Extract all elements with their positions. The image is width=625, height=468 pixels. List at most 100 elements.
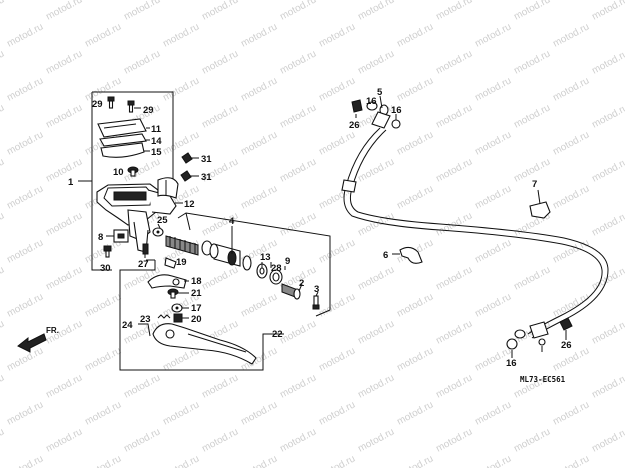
watermark-text: motod.ru (551, 21, 591, 49)
part-label-20: 20 (191, 314, 202, 325)
watermark-text: motod.ru (551, 183, 591, 211)
watermark-text: motod.ru (122, 426, 162, 454)
watermark-text: motod.ru (5, 21, 45, 49)
watermark-text: motod.ru (395, 129, 435, 157)
bolt-31-upper (181, 152, 199, 164)
lower-banjo-fitting (506, 317, 573, 358)
clutch-lever (152, 323, 257, 365)
push-rod-2 (281, 283, 301, 300)
watermark-text: motod.ru (356, 372, 396, 400)
watermark-text: motod.ru (473, 75, 513, 103)
screw-29-right (127, 100, 135, 113)
watermark-text: motod.ru (200, 102, 240, 130)
part-label-13: 13 (260, 252, 271, 263)
watermark-text: motod.ru (317, 453, 357, 468)
watermark-text: motod.ru (356, 426, 396, 454)
hose-clamp-6 (392, 246, 423, 264)
piston (209, 243, 241, 267)
watermark-text: motod.ru (395, 21, 435, 49)
part-label-18: 18 (191, 276, 202, 287)
screw-30 (103, 245, 112, 258)
watermark-text: motod.ru (0, 372, 6, 400)
watermark-text: motod.ru (356, 48, 396, 76)
master-cylinder-group (78, 91, 199, 271)
part-label-17: 17 (191, 303, 202, 314)
watermark-text: motod.ru (239, 21, 279, 49)
watermark-text: motod.ru (5, 75, 45, 103)
part-label-16a: 16 (366, 96, 377, 107)
part-label-30: 30 (100, 263, 111, 274)
watermark-text: motod.ru (5, 237, 45, 265)
hose-clamp-7 (529, 189, 551, 219)
bolt-31-lower (180, 170, 199, 182)
part-label-9: 9 (285, 256, 290, 267)
part-label-1: 1 (68, 177, 74, 188)
watermark-text: motod.ru (239, 183, 279, 211)
part-label-24: 24 (122, 320, 133, 331)
watermark-text: motod.ru (473, 21, 513, 49)
watermark-text: motod.ru (239, 75, 279, 103)
watermark-text: motod.ru (317, 237, 357, 265)
watermark-text: motod.ru (0, 0, 6, 23)
spring-23 (157, 314, 171, 319)
watermark-text: motod.ru (5, 399, 45, 427)
watermark-text: motod.ru (83, 291, 123, 319)
watermark-text: motod.ru (512, 426, 552, 454)
watermark-text: motod.ru (551, 399, 591, 427)
part-label-15: 15 (151, 147, 162, 158)
watermark-text: motod.ru (590, 102, 625, 130)
watermark-text: motod.ru (44, 0, 84, 23)
watermark-text: motod.ru (239, 291, 279, 319)
watermark-text: motod.ru (278, 372, 318, 400)
switch-8 (106, 229, 129, 243)
watermark-text: motod.ru (590, 0, 625, 23)
watermark-text: motod.ru (512, 102, 552, 130)
watermark-text: motod.ru (278, 48, 318, 76)
watermark-text: motod.ru (44, 372, 84, 400)
watermark-text: motod.ru (200, 0, 240, 23)
part-label-10: 10 (113, 167, 124, 178)
watermark-text: motod.ru (512, 264, 552, 292)
direction-label: FR. (46, 326, 59, 335)
bolt-10 (127, 166, 139, 177)
watermark-text: motod.ru (161, 399, 201, 427)
watermark-text: motod.ru (434, 0, 474, 23)
watermark-text: motod.ru (44, 264, 84, 292)
watermark-text: motod.ru (200, 372, 240, 400)
watermark-text: motod.ru (161, 129, 201, 157)
part-27 (142, 243, 149, 258)
piston-set-group (165, 212, 331, 317)
watermark-text: motod.ru (473, 399, 513, 427)
watermark-text: motod.ru (44, 156, 84, 184)
watermark-text: motod.ru (161, 345, 201, 373)
part-19 (164, 257, 177, 269)
watermark-text: motod.ru (44, 48, 84, 76)
watermark-text: motod.ru (0, 426, 6, 454)
watermark-text: motod.ru (83, 399, 123, 427)
reservoir-cap (97, 118, 147, 138)
watermark-text: motod.ru (278, 0, 318, 23)
watermark-text: motod.ru (317, 75, 357, 103)
watermark-text: motod.ru (434, 318, 474, 346)
watermark-text: motod.ru (434, 48, 474, 76)
watermark-text: motod.ru (44, 102, 84, 130)
nut-17 (171, 303, 189, 313)
holder-18 (147, 274, 189, 289)
part-label-31b: 31 (201, 172, 212, 183)
watermark-text: motod.ru (83, 453, 123, 468)
part-label-28: 28 (271, 263, 282, 274)
holder-12 (157, 177, 179, 199)
watermark-text: motod.ru (356, 264, 396, 292)
watermark-text: motod.ru (317, 21, 357, 49)
watermark-text: motod.ru (239, 129, 279, 157)
watermark-text: motod.ru (278, 318, 318, 346)
part-label-2: 2 (299, 278, 304, 289)
watermark-text: motod.ru (434, 156, 474, 184)
set-plate (99, 133, 147, 147)
watermark-text: motod.ru (551, 129, 591, 157)
part-label-3: 3 (314, 284, 319, 295)
watermark-text: motod.ru (0, 318, 6, 346)
master-cylinder-body (96, 183, 177, 253)
